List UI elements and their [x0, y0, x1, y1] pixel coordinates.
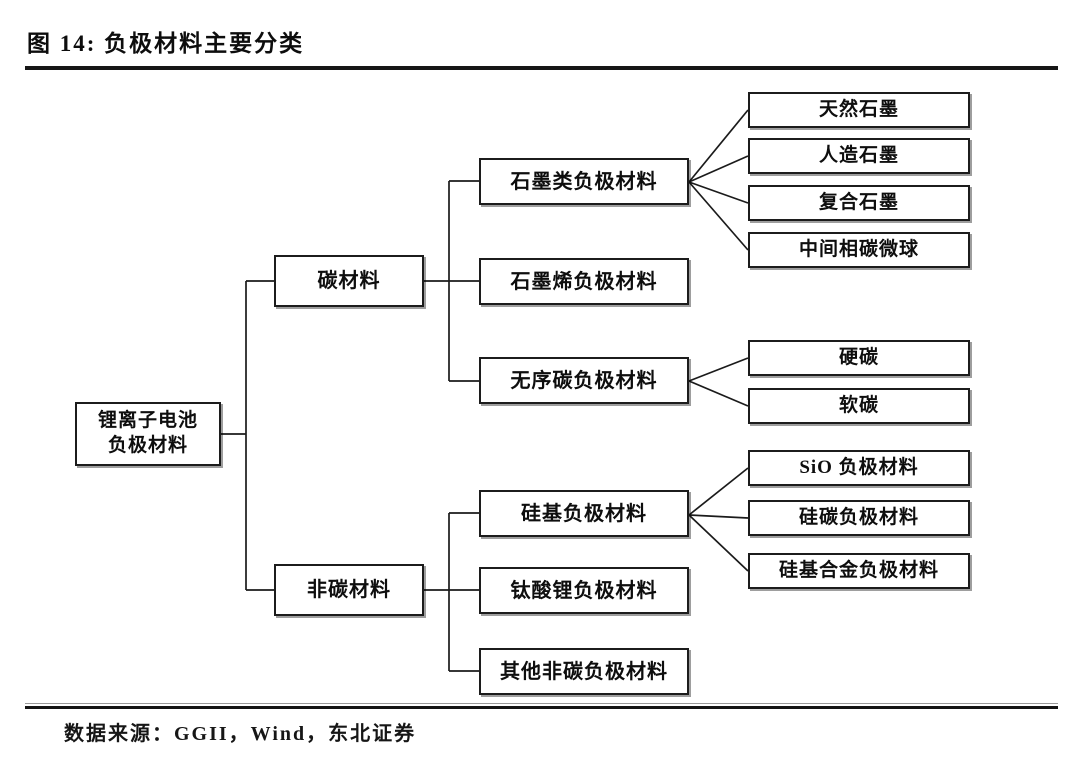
title-rule	[25, 66, 1058, 70]
leaf-composite-graphite: 复合石墨	[748, 185, 970, 221]
data-source: 数据来源：GGII，Wind，东北证券	[64, 723, 417, 745]
node-root: 锂离子电池 负极材料	[75, 402, 221, 466]
leaf-artificial-graphite: 人造石墨	[748, 138, 970, 174]
leaf-silicon-alloy: 硅基合金负极材料	[748, 553, 970, 589]
node-non-carbon: 非碳材料	[274, 564, 424, 616]
node-root-label-line2: 负极材料	[107, 435, 188, 456]
leaf-soft-carbon: 软碳	[748, 388, 970, 424]
leaf-sio: SiO 负极材料	[748, 450, 970, 486]
node-graphite-type: 石墨类负极材料	[479, 158, 689, 205]
node-disordered-carbon: 无序碳负极材料	[479, 357, 689, 404]
node-other-non-carbon: 其他非碳负极材料	[479, 648, 689, 695]
node-lithium-titanate: 钛酸锂负极材料	[479, 567, 689, 614]
leaf-hard-carbon: 硬碳	[748, 340, 970, 376]
node-graphene: 石墨烯负极材料	[479, 258, 689, 305]
leaf-natural-graphite: 天然石墨	[748, 92, 970, 128]
node-root-label-line1: 锂离子电池	[97, 410, 198, 432]
node-carbon: 碳材料	[274, 255, 424, 307]
leaf-silicon-carbon: 硅碳负极材料	[748, 500, 970, 536]
figure-title: 图 14: 负极材料主要分类	[27, 31, 305, 56]
node-silicon-based: 硅基负极材料	[479, 490, 689, 537]
leaf-mcmb: 中间相碳微球	[748, 232, 970, 268]
footer-rule	[25, 703, 1058, 709]
